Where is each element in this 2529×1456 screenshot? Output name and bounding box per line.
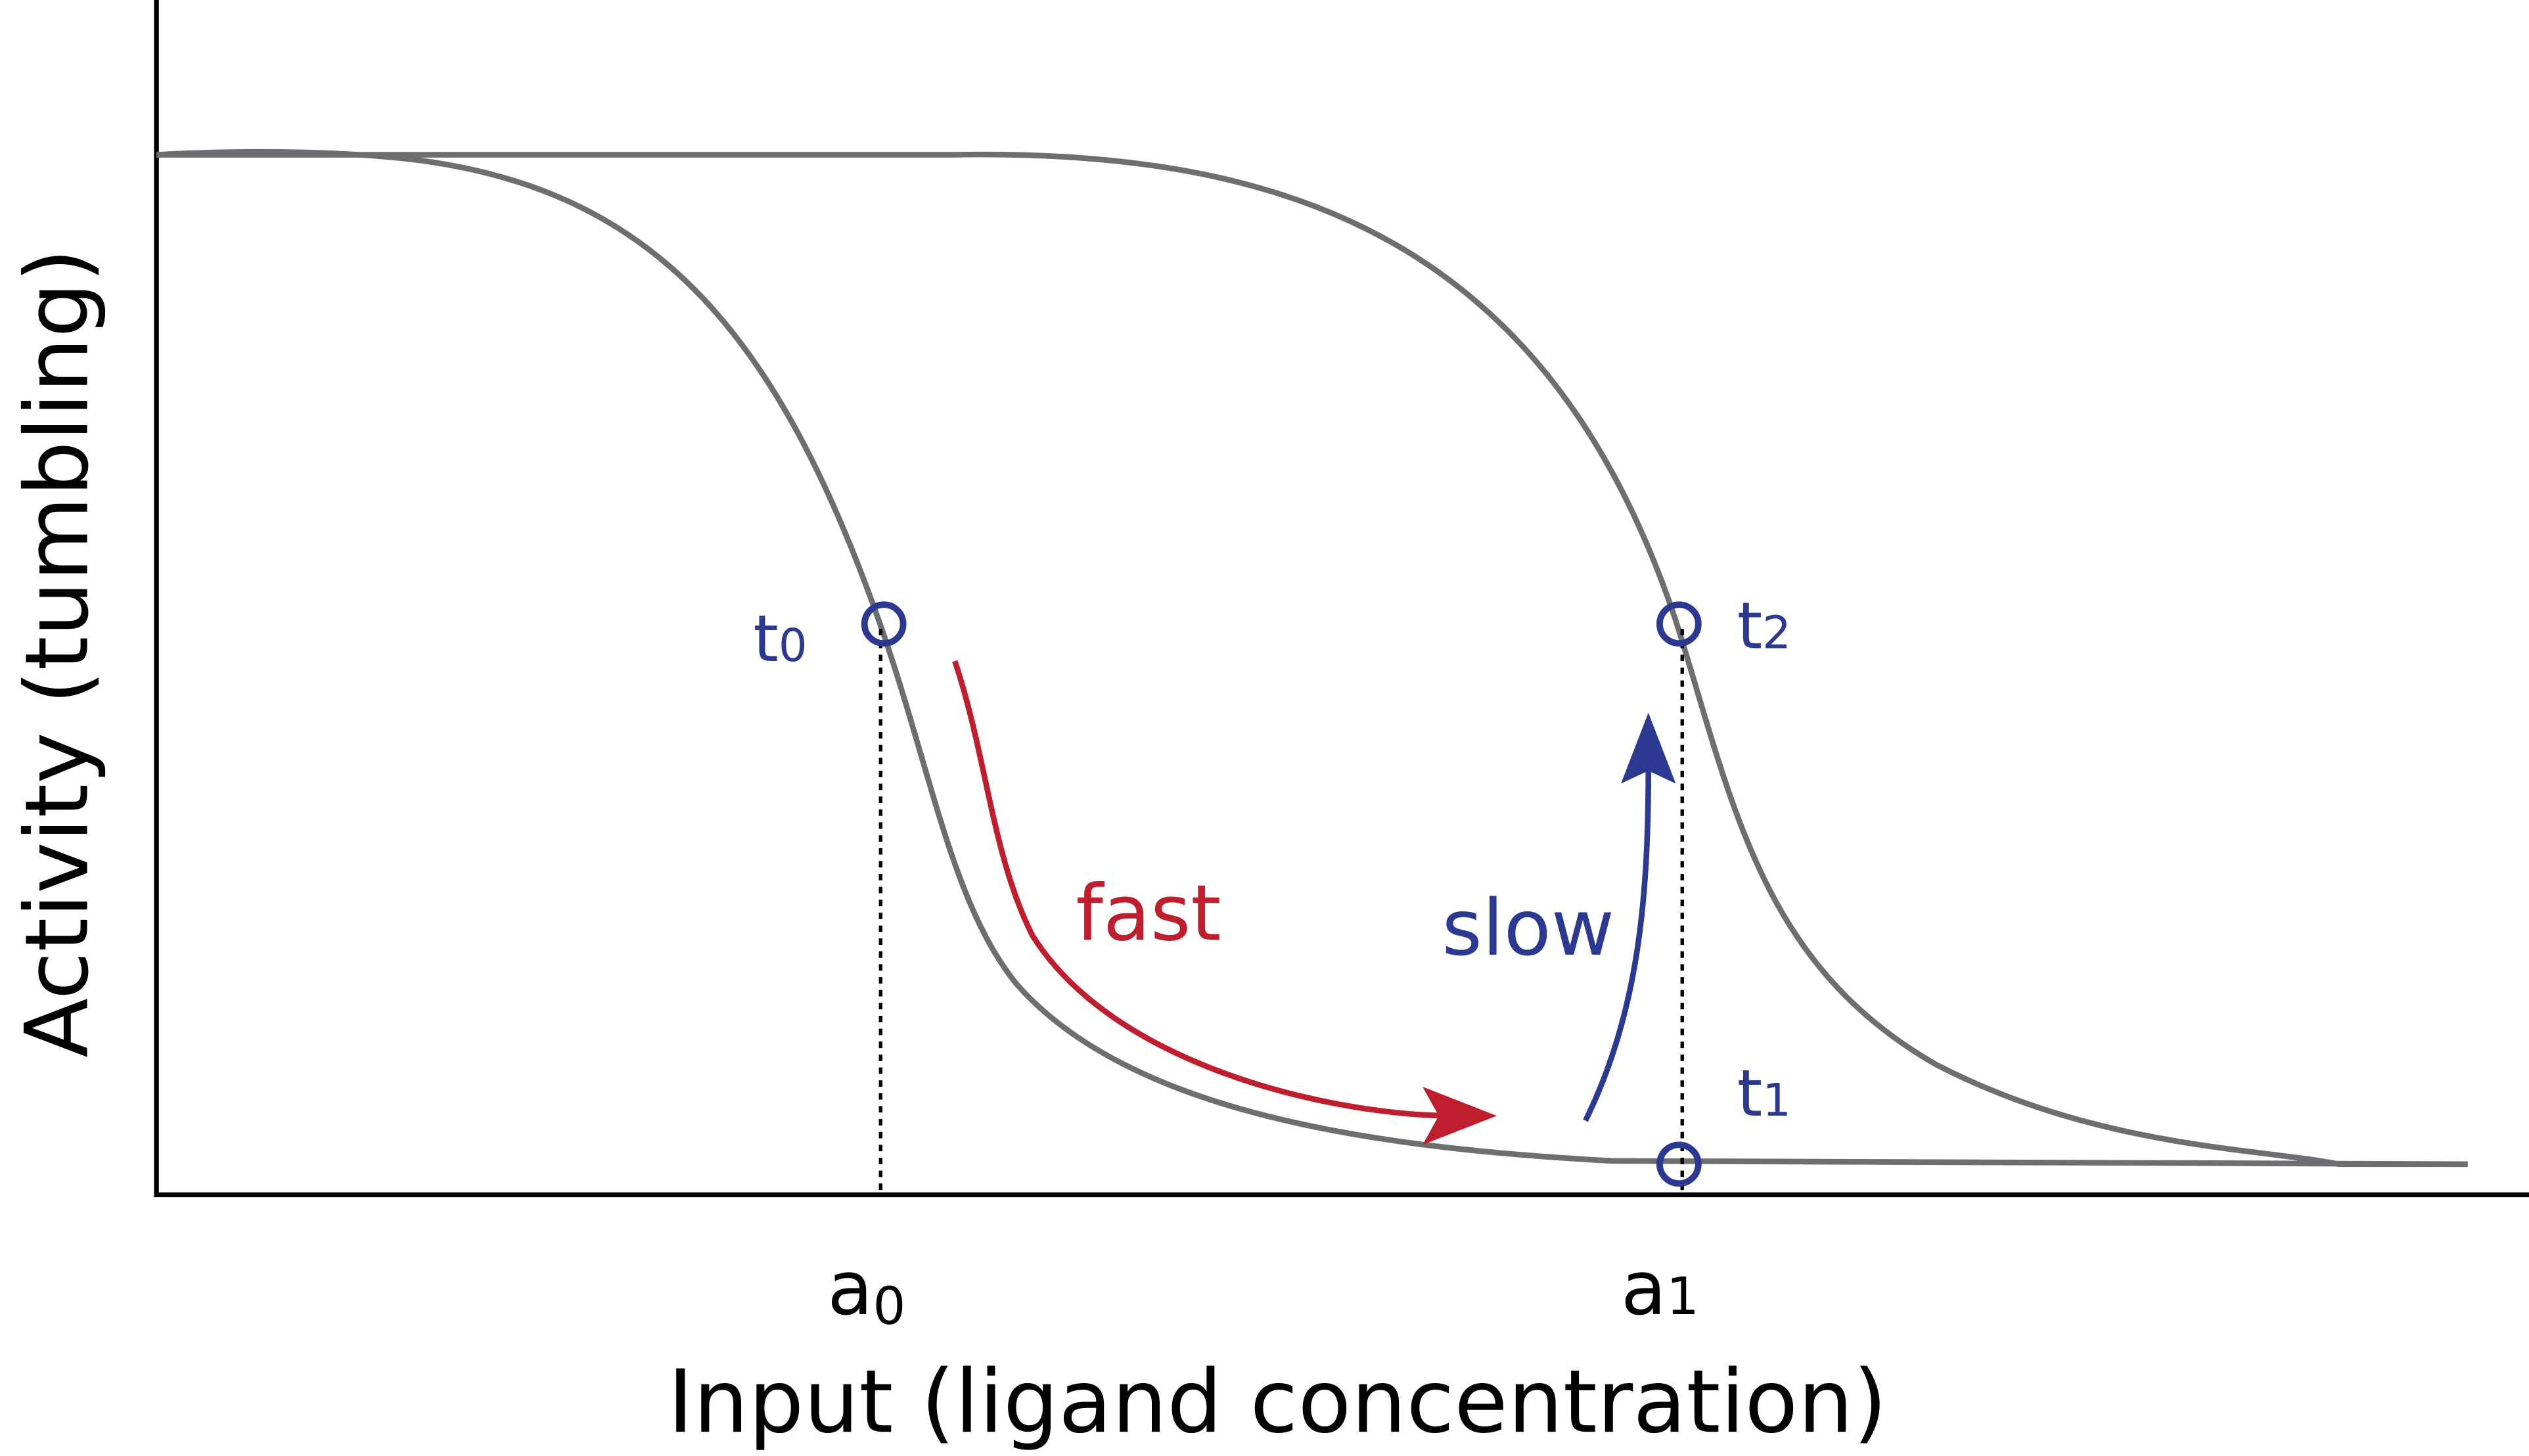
label-t2: t2	[1737, 589, 1791, 664]
marker-t2	[1656, 601, 1702, 647]
marker-t0	[861, 601, 907, 647]
curve-adapted-high	[156, 151, 2468, 1168]
fast-arrowhead-icon	[1423, 1087, 1497, 1145]
tick-a0: a0	[827, 1245, 905, 1336]
curve-adapted-low	[156, 148, 2468, 1168]
fast-arrow	[952, 660, 1444, 1119]
slow-arrow	[1583, 771, 1652, 1122]
axes	[154, 0, 2529, 1198]
x-axis-label: Input (ligand concentration)	[668, 1352, 1887, 1453]
label-slow: slow	[1442, 883, 1615, 973]
label-fast: fast	[1076, 869, 1221, 959]
tick-a1: a1	[1621, 1245, 1699, 1332]
label-t1: t1	[1737, 1057, 1791, 1131]
slow-arrowhead-icon	[1620, 712, 1676, 784]
y-axis-label: Activity (tumbling)	[7, 248, 108, 1058]
label-t0: t0	[753, 602, 807, 677]
marker-t1	[1656, 1141, 1702, 1187]
